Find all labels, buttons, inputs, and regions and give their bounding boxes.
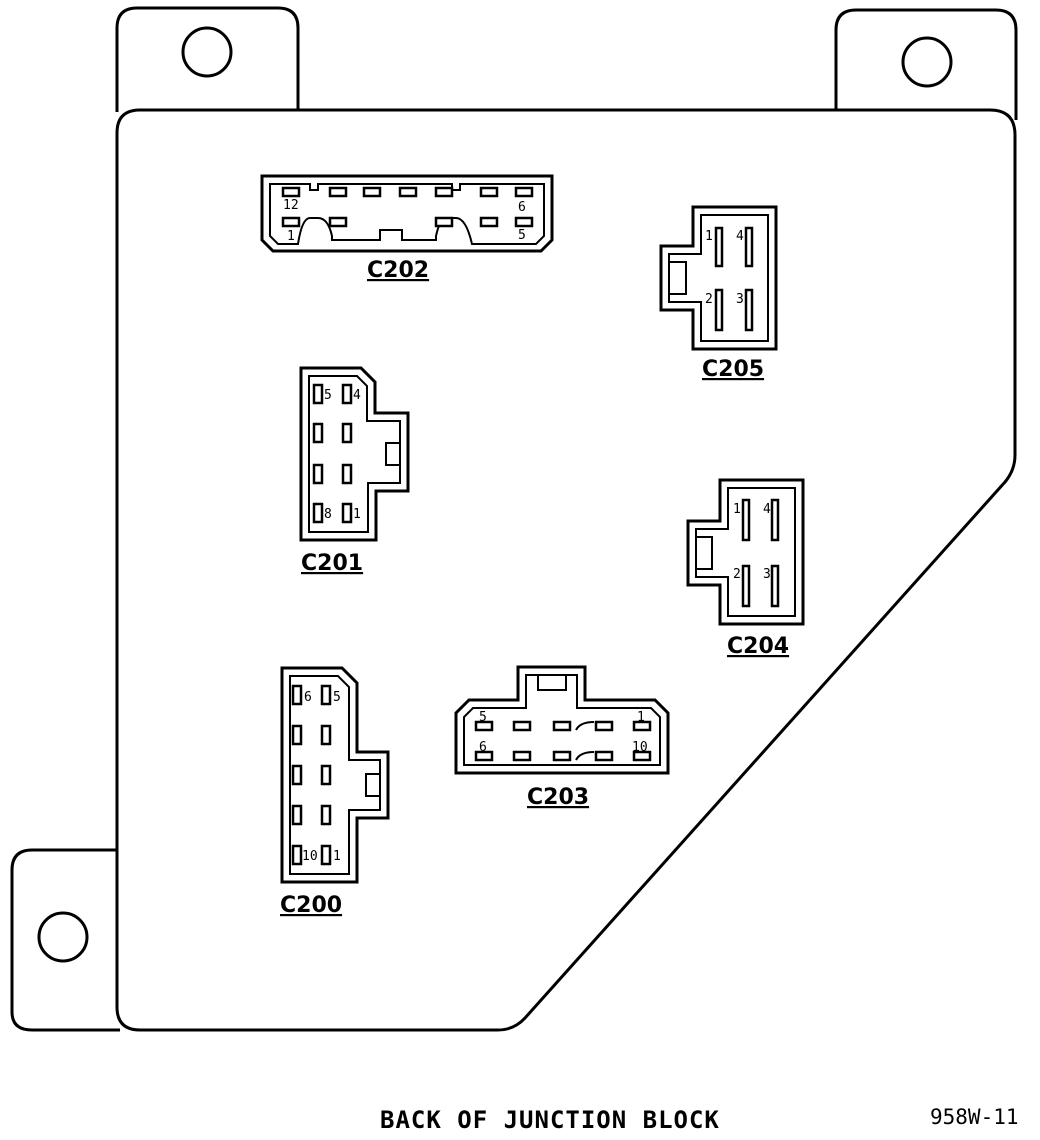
pin-label: 2 (733, 567, 741, 582)
pin-label: 6 (304, 690, 312, 705)
pin-label: 6 (518, 200, 526, 215)
pin-label: 2 (705, 292, 713, 307)
pin-label: 5 (324, 388, 332, 403)
connector-label: C204 (727, 634, 789, 659)
pin-label: 6 (479, 740, 487, 755)
figure-number: 958W-11 (930, 1105, 1019, 1129)
mounting-hole-icon (901, 36, 953, 88)
mounting-tab-bottom-left (10, 848, 120, 1032)
pin-label: 8 (324, 507, 332, 522)
connector-c203: 5 1 6 10 C203 (454, 665, 670, 810)
pin-label: 1 (733, 502, 741, 517)
pin-label: 1 (333, 849, 341, 864)
connector-c200: 6 5 10 1 C200 (280, 666, 390, 918)
connector-c205: 1 4 2 3 C205 (659, 205, 778, 382)
mounting-tab-top-left (115, 6, 300, 112)
pin-label: 4 (353, 388, 361, 403)
connector-label: C201 (301, 551, 363, 576)
pin-label: 1 (637, 710, 645, 725)
pin-label: 10 (302, 849, 318, 864)
pin-label: 1 (705, 229, 713, 244)
mounting-tab-top-right (834, 8, 1018, 120)
junction-block-body (115, 108, 1017, 1032)
pin-label: 1 (353, 507, 361, 522)
connector-c204: 1 4 2 3 C204 (686, 478, 805, 659)
pin-label: 10 (632, 740, 648, 755)
connector-c202: 12 6 1 5 C202 (260, 174, 554, 283)
pin-label: 4 (736, 229, 744, 244)
connector-label: C203 (527, 785, 589, 810)
diagram-caption: BACK OF JUNCTION BLOCK (380, 1106, 720, 1134)
connector-c201: 5 4 8 1 C201 (299, 366, 410, 576)
mounting-hole-icon (181, 26, 233, 78)
pin-label: 5 (479, 710, 487, 725)
pin-label: 5 (518, 228, 526, 243)
pin-label: 3 (763, 567, 771, 582)
connector-label: C200 (280, 893, 342, 918)
mounting-hole-icon (37, 911, 89, 963)
connector-label: C205 (702, 357, 764, 382)
connector-label: C202 (367, 258, 429, 283)
pin-label: 5 (333, 690, 341, 705)
pin-label: 4 (763, 502, 771, 517)
pin-label: 3 (736, 292, 744, 307)
pin-label: 1 (287, 229, 295, 244)
pin-label: 12 (283, 198, 299, 213)
